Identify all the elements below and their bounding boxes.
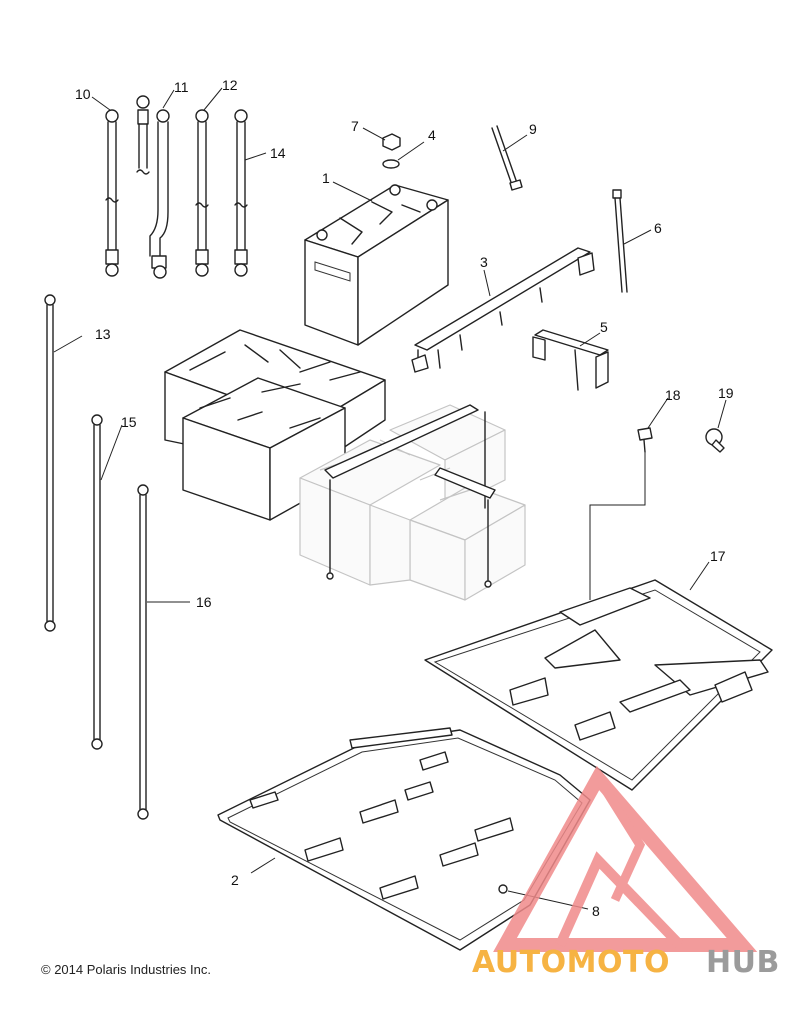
callout-12: 12	[222, 77, 238, 93]
cable-clamp	[705, 428, 725, 453]
callout-18: 18	[665, 387, 681, 403]
battery-tray	[424, 579, 773, 791]
cable-15	[91, 414, 103, 750]
bolt-9	[491, 125, 523, 191]
callout-16: 16	[196, 594, 212, 610]
callout-11: 11	[174, 79, 189, 95]
callout-14: 14	[270, 145, 286, 161]
cable-12	[195, 109, 209, 277]
callout-13: 13	[95, 326, 111, 342]
callout-3: 3	[480, 254, 488, 270]
callout-5: 5	[600, 319, 608, 335]
cable-11	[136, 95, 170, 279]
battery-hold-down-installed	[324, 404, 496, 588]
bolt-6	[612, 189, 628, 293]
battery-bracket	[411, 247, 595, 373]
washer	[382, 159, 400, 169]
cable-16	[137, 484, 149, 820]
battery	[304, 184, 449, 346]
callout-4: 4	[428, 127, 436, 143]
watermark-text-primary: AUTOMOTO	[472, 945, 670, 980]
callout-17: 17	[710, 548, 726, 564]
callout-9: 9	[529, 121, 537, 137]
callout-8: 8	[592, 903, 600, 919]
mounting-plate	[217, 727, 591, 951]
callout-19: 19	[718, 385, 734, 401]
callout-1: 1	[322, 170, 330, 186]
callout-labels: 10 11 12 14 13 15 16 1 7 4 9 6 3 5 18 19…	[75, 77, 734, 919]
callout-7: 7	[351, 118, 359, 134]
callout-2: 2	[231, 872, 239, 888]
callout-15: 15	[121, 414, 137, 430]
cable-14	[234, 109, 248, 277]
small-bracket	[532, 329, 609, 391]
cable-10	[105, 109, 119, 277]
callout-6: 6	[654, 220, 662, 236]
cable-13	[44, 294, 56, 632]
nut	[382, 133, 401, 151]
watermark-text-secondary: HUB	[706, 945, 780, 980]
battery-group	[164, 329, 386, 521]
watermark-logo: AUTOMOTO HUB	[472, 765, 780, 980]
callout-10: 10	[75, 86, 91, 102]
push-fastener	[637, 427, 653, 453]
copyright-notice: © 2014 Polaris Industries Inc.	[41, 962, 211, 977]
